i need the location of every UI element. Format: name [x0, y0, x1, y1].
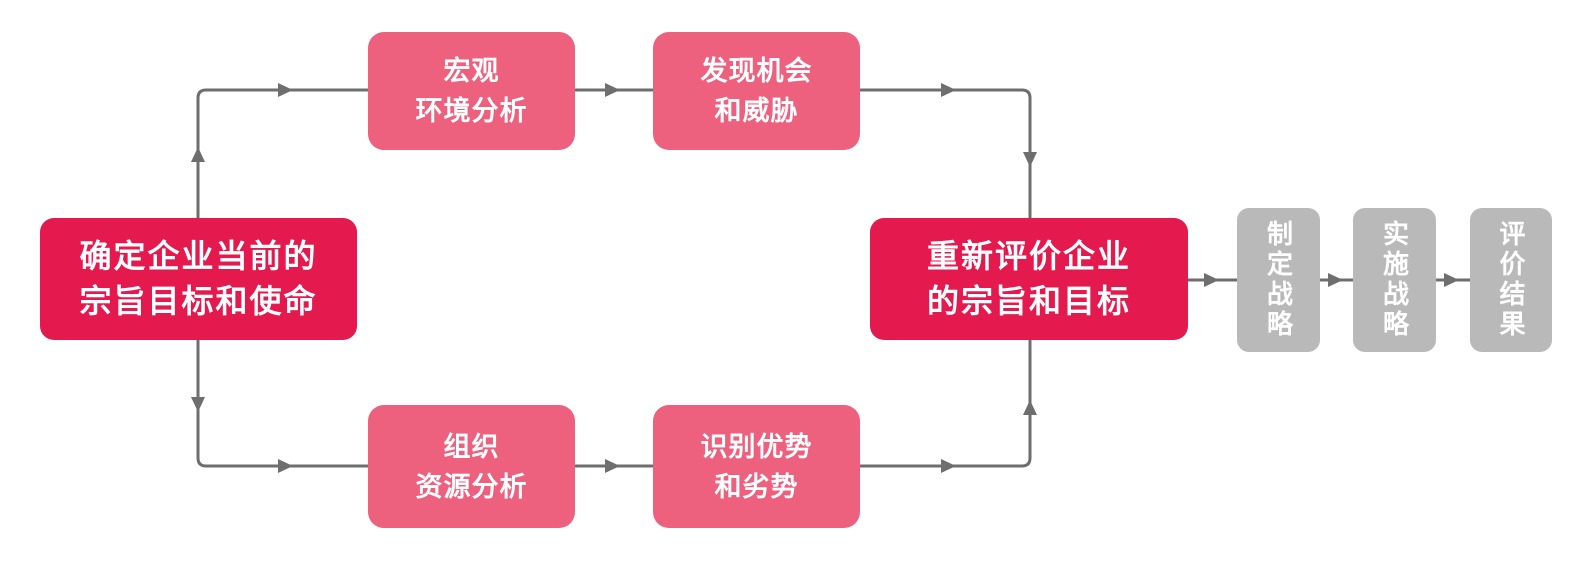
arrowhead-right-icon: [941, 83, 956, 97]
arrowhead-right-icon: [605, 459, 620, 473]
arrowhead-right-icon: [278, 459, 293, 473]
node-label-vertical: 实施战略: [1379, 220, 1410, 340]
node-organization-resources: 组织 资源分析: [368, 405, 575, 528]
node-label-line: 识别优势: [700, 431, 813, 462]
node-label-line: 环境分析: [415, 96, 528, 126]
arrowhead-up-icon: [1023, 400, 1037, 415]
node-evaluate-results: 评价结果: [1470, 208, 1552, 352]
arrowhead-right-icon: [278, 83, 293, 97]
node-label-line: 重新评价企业: [926, 238, 1131, 274]
node-label-line: 和威胁: [714, 96, 799, 126]
arrowhead-right-icon: [941, 459, 956, 473]
node-label-line: 宗旨目标和使命: [79, 283, 318, 319]
node-label-line: 资源分析: [415, 471, 528, 502]
edge-formulate-to-implement-strategy: [1320, 273, 1353, 287]
node-reevaluate-goals: 重新评价企业 的宗旨和目标: [870, 218, 1188, 340]
node-label-line: 宏观: [443, 56, 500, 86]
node-label-line: 和劣势: [714, 471, 799, 502]
arrowhead-up-icon: [191, 147, 205, 162]
edge-current-mission-to-macro-environment: [191, 83, 368, 218]
arrowhead-right-icon: [605, 83, 620, 97]
node-implement-strategy: 实施战略: [1353, 208, 1436, 352]
node-formulate-strategy: 制定战略: [1237, 208, 1320, 352]
node-label-line: 发现机会: [700, 56, 813, 86]
arrowhead-down-icon: [191, 397, 205, 412]
edge-implement-to-evaluate-results: [1435, 273, 1470, 287]
arrowhead-right-icon: [1328, 273, 1343, 287]
node-macro-environment: 宏观 环境分析: [368, 32, 575, 150]
arrowhead-right-icon: [1444, 273, 1459, 287]
edge-strengths-weaknesses-to-reevaluate: [860, 340, 1037, 473]
node-strengths-weaknesses: 识别优势 和劣势: [653, 405, 860, 528]
edge-current-mission-to-organization-resources: [191, 340, 368, 473]
node-label-line: 组织: [443, 431, 500, 462]
edge-reevaluate-to-formulate-strategy: [1188, 273, 1237, 287]
node-label-line: 确定企业当前的: [79, 238, 318, 274]
node-label-line: 的宗旨和目标: [926, 283, 1131, 319]
arrowhead-right-icon: [1204, 273, 1219, 287]
edge-macro-environment-to-opportunities-threats: [575, 83, 653, 97]
node-opportunities-threats: 发现机会 和威胁: [653, 32, 860, 150]
node-label-vertical: 制定战略: [1263, 220, 1294, 340]
edge-opportunities-threats-to-reevaluate: [860, 83, 1037, 218]
node-label-vertical: 评价结果: [1496, 220, 1526, 340]
edge-organization-resources-to-strengths-weaknesses: [575, 459, 653, 473]
arrowhead-down-icon: [1023, 152, 1037, 167]
node-current-mission: 确定企业当前的 宗旨目标和使命: [40, 218, 357, 340]
